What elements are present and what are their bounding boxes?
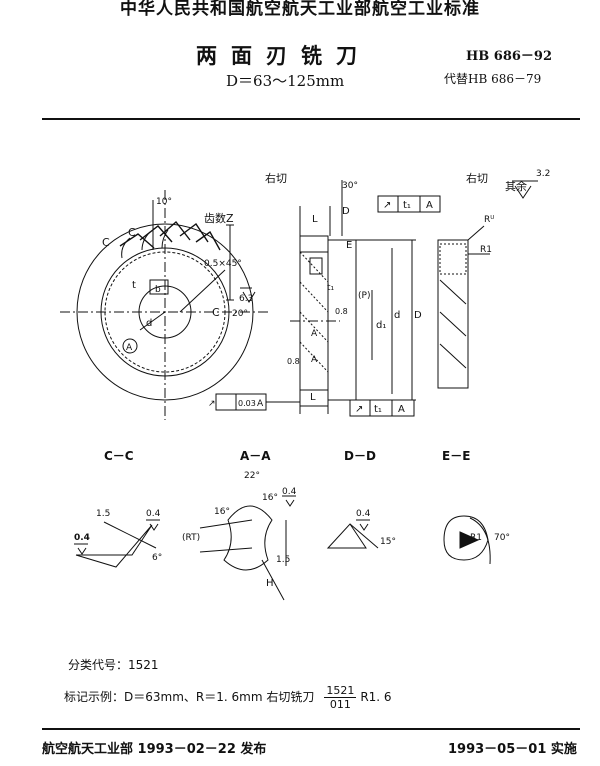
roughness-6-3: 6.3 (239, 294, 253, 304)
runout-value: 0.03 (238, 399, 256, 408)
side-a-label: A (311, 329, 318, 339)
edge-r1: R1 (480, 245, 492, 255)
view-label-right-cut: 右切 (265, 171, 287, 185)
tolerance-bottom-datum: A (398, 404, 405, 415)
ee-r1: R1 (470, 533, 482, 543)
document-subtitle: D＝63～125mm (226, 72, 345, 90)
front-c-label: C (102, 236, 110, 249)
front-t-label: t (132, 280, 136, 291)
cc-angle-6: 6° (152, 553, 162, 563)
section-aa (199, 495, 296, 601)
side-a-label-2: A (311, 355, 318, 365)
header-rule (42, 118, 580, 120)
marking-prefix: 标记示例：D＝63mm、R＝1. 6mm 右切铣刀 (64, 690, 315, 704)
tolerance-bottom-value: t₁ (374, 404, 382, 415)
aa-dim-1-5: 1.5 (276, 555, 290, 565)
front-c-label-2: C (128, 226, 136, 239)
side-L-bottom: L (310, 392, 316, 403)
side-d-small: d (394, 310, 400, 321)
aa-roughness-0-4: 0.4 (282, 487, 297, 497)
side-angle-30: 30° (342, 181, 358, 191)
aa-angle-16b: 16° (262, 493, 278, 503)
classification-code: 分类代号：1521 (68, 658, 159, 672)
marking-suffix: R1. 6 (360, 690, 392, 704)
front-b-label: b (155, 285, 161, 295)
effective-date: 1993－05－01 实施 (448, 742, 577, 757)
roughness-0-8a: 0.8 (287, 357, 300, 366)
front-c-label-3: C (212, 306, 220, 319)
roughness-rest-value: 3.2 (536, 169, 550, 179)
tolerance-bottom-symbol: ↗ (355, 404, 363, 415)
runout-datum: A (257, 399, 264, 409)
issuing-authority-header: 中华人民共和国航空航天工业部航空工业标准 (120, 0, 480, 19)
section-label-aa: A－A (240, 449, 271, 463)
section-label-ee: E－E (442, 449, 470, 463)
section-label-cc: C－C (104, 449, 134, 463)
dd-roughness-0-4: 0.4 (356, 509, 371, 519)
edge-r-top: Rᵁ (484, 215, 494, 225)
runout-symbol: ↗ (208, 399, 216, 409)
side-e-mark: E (346, 240, 352, 251)
cc-roughness-0-4: 0.4 (146, 509, 161, 519)
front-view (60, 190, 270, 420)
cc-dim-1-5: 1.5 (96, 509, 110, 519)
side-angle-20: 20° (232, 309, 248, 319)
document-title: 两面刃铣刀 (196, 43, 371, 68)
teeth-count-label: 齿数Z (204, 212, 234, 225)
section-dd (326, 519, 379, 549)
side-d1-label: d₁ (376, 320, 386, 331)
side-chamfer: 0.5×45° (204, 259, 242, 269)
section-ee (443, 515, 491, 565)
standard-number: HB 686－92 (466, 49, 553, 64)
front-a-marker: A (126, 343, 133, 353)
roughness-0-8b: 0.8 (335, 307, 348, 316)
issue-date: 航空航天工业部 1993－02－22 发布 (42, 742, 267, 757)
marking-numerator: 1521 (324, 684, 357, 698)
ee-angle-70: 70° (494, 533, 510, 543)
front-d-label: d (146, 318, 152, 329)
side-alpha-label: (P) (358, 291, 370, 301)
side-d-mark: D (342, 206, 350, 217)
section-label-dd: D－D (344, 449, 376, 463)
front-angle-10: 10° (156, 197, 172, 207)
side-t1-label: t₁ (327, 283, 335, 293)
footer-rule (42, 728, 580, 730)
roughness-rest-label: 其余 (505, 179, 527, 193)
view-label-right-cut-edge: 右切 (466, 171, 488, 185)
tolerance-top-symbol: ↗ (383, 200, 391, 211)
dd-angle-15: 15° (380, 537, 396, 547)
side-view (215, 180, 441, 417)
cc-roughness-0-4b: 0.4 (74, 533, 90, 543)
section-cc (74, 519, 160, 568)
edge-view (437, 180, 538, 389)
tolerance-top-datum: A (426, 200, 433, 211)
aa-h-label: H (266, 578, 274, 589)
side-l-label: L (312, 214, 318, 225)
marking-denominator: 011 (329, 698, 351, 711)
aa-angle-22: 22° (244, 471, 260, 481)
replaces-standard: 代替HB 686－79 (444, 72, 542, 86)
aa-rt-label: (RT) (182, 533, 200, 543)
tolerance-top-value: t₁ (403, 200, 411, 211)
side-D-big: D (414, 310, 422, 321)
aa-angle-16a: 16° (214, 507, 230, 517)
